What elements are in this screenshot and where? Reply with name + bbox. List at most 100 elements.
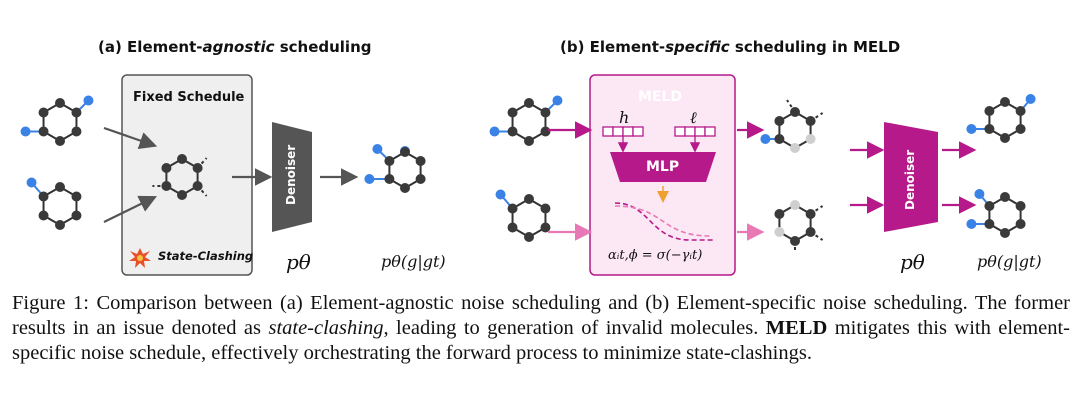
ring-atom — [507, 203, 518, 214]
molecule — [26, 177, 82, 230]
fixed-schedule-title: Fixed Schedule — [133, 90, 245, 105]
substituent-atom — [26, 177, 37, 188]
ring-atom — [524, 232, 534, 242]
panel-a-title-emph: agnostic — [202, 38, 275, 56]
ring-atom — [38, 210, 49, 221]
ring-atom — [540, 107, 551, 118]
ring-atom — [192, 163, 203, 173]
molecule — [489, 95, 563, 146]
figure: (a) Element-agnostic scheduling (b) Elem… — [20, 38, 1042, 276]
panel-b-title-emph: specific — [665, 38, 730, 56]
h-label: h — [619, 108, 630, 127]
ring-atom — [55, 136, 65, 146]
mlp-label: MLP — [646, 159, 680, 175]
ring-atom — [1000, 97, 1010, 107]
substituent-atom — [760, 134, 771, 144]
ring-atom — [161, 163, 172, 173]
molecule — [495, 189, 551, 242]
ring-atom — [774, 134, 785, 144]
denoiser-a-label: Denoiser — [284, 144, 298, 205]
arrows-layer — [103, 121, 977, 241]
molecule — [20, 95, 94, 146]
state-clashing-icon — [129, 248, 151, 268]
ring-atom — [55, 220, 65, 230]
caption-part-2: , leading to generation of invalid molec… — [383, 317, 766, 339]
ring-atom — [192, 181, 203, 191]
ring-atom — [805, 227, 816, 237]
molecule — [966, 94, 1036, 143]
substituent-atom — [966, 124, 977, 134]
ring-atom — [507, 222, 518, 233]
ring-atom — [774, 116, 785, 126]
substituent-atom — [974, 189, 985, 199]
denoiser-b-label: Denoiser — [903, 149, 917, 210]
substituent-atom — [20, 126, 31, 137]
ring-atom — [984, 124, 995, 134]
p-theta-a: pθ — [286, 250, 311, 274]
l-label: ℓ — [690, 108, 697, 127]
molecule — [774, 200, 824, 253]
ring-atom — [524, 98, 534, 108]
flow-arrow — [103, 195, 157, 223]
ring-atom — [400, 147, 410, 157]
substituent-atom — [1025, 94, 1036, 104]
ring-atom — [38, 191, 49, 202]
panel-b-title-suffix: scheduling in MELD — [729, 38, 901, 56]
substituent-atom — [372, 144, 383, 154]
substituent-atom — [489, 126, 500, 137]
ring-atom — [524, 136, 534, 146]
panel-a-title-prefix: (a) Element- — [98, 38, 203, 56]
sigmoid-curve-1 — [614, 202, 715, 241]
ring-atom — [71, 126, 82, 137]
ring-atom — [71, 191, 82, 202]
ring-atom — [55, 98, 65, 108]
sigmoid-curve-2 — [614, 205, 711, 237]
molecule — [966, 189, 1026, 238]
caption-part-3: mitigates this with element-specific noi… — [12, 317, 1070, 364]
figure-diagram — [20, 74, 1036, 276]
ring-atom — [1015, 106, 1026, 116]
ring-atom — [400, 183, 410, 193]
ring-atom — [71, 210, 82, 221]
ring-atom — [805, 134, 816, 144]
ring-atom — [790, 200, 800, 210]
ring-atom — [540, 203, 551, 214]
caption-strong: MELD — [765, 317, 828, 339]
figure-caption: Figure 1: Comparison between (a) Element… — [12, 291, 1070, 366]
ring-atom — [984, 219, 995, 229]
fixed-schedule-box — [121, 74, 253, 276]
denoiser-a-shape — [272, 122, 312, 232]
flow-arrow — [103, 126, 158, 149]
substituent-atom — [552, 95, 563, 106]
caption-emph: state-clashing — [268, 317, 384, 339]
molecules-layer — [20, 94, 1036, 253]
denoiser-b-shape — [884, 122, 938, 232]
ring-atom — [790, 143, 800, 153]
p-cond-a: pθ(g|gt) — [381, 252, 446, 271]
panel-a-title-suffix: scheduling — [274, 38, 372, 56]
ring-atom — [384, 156, 395, 166]
ring-atom — [415, 156, 426, 166]
alpha-equation: αᵢt,ϕ = σ(−γᵢt) — [608, 248, 703, 263]
ring-atom — [38, 126, 49, 137]
ring-atom — [1000, 133, 1010, 143]
ring-atom — [984, 106, 995, 116]
ring-atom — [1000, 192, 1010, 202]
ring-atom — [790, 236, 800, 246]
ring-atom — [1015, 124, 1026, 134]
molecule — [364, 144, 426, 193]
ring-atom — [805, 209, 816, 219]
mlp-shape — [610, 152, 716, 182]
ring-atom — [507, 126, 518, 137]
ring-atom — [774, 209, 785, 219]
p-theta-b: pθ — [900, 250, 925, 274]
substituent-atom — [83, 95, 94, 106]
meld-title: MELD — [638, 89, 683, 105]
panel-b-title: (b) Element-specific scheduling in MELD — [560, 38, 900, 56]
ring-atom — [790, 107, 800, 117]
ring-atom — [540, 222, 551, 233]
substituent-atom — [966, 219, 977, 229]
p-cond-b: pθ(g|gt) — [977, 252, 1042, 271]
substituent-atom — [364, 174, 375, 184]
ring-atom — [507, 107, 518, 118]
